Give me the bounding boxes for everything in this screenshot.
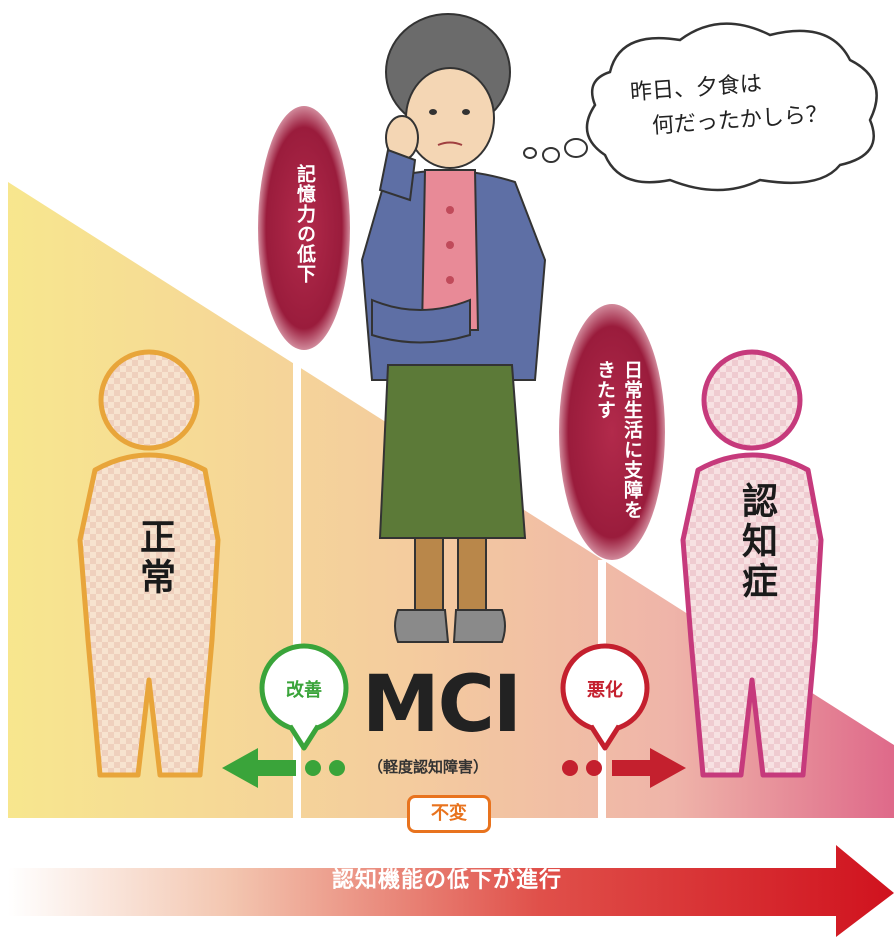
mci-title: MCI bbox=[362, 660, 522, 750]
memory-decline-text: 記憶力の低下 bbox=[294, 164, 316, 284]
mci-subtitle: （軽度認知障害） bbox=[368, 758, 489, 776]
worsen-pin-icon bbox=[560, 643, 650, 751]
daily-life-text: 日常生活に支障をきたす bbox=[592, 360, 646, 520]
improve-arrow-icon bbox=[222, 748, 345, 788]
dementia-person-icon bbox=[680, 349, 824, 778]
unchanged-badge: 不変 bbox=[407, 795, 491, 833]
daily-life-badge bbox=[559, 304, 665, 560]
memory-decline-badge bbox=[258, 106, 350, 350]
thought-bubble bbox=[523, 22, 878, 192]
normal-label: 正常 bbox=[134, 518, 175, 598]
improve-pin-icon bbox=[259, 643, 349, 751]
normal-person-icon bbox=[77, 349, 221, 778]
elderly-woman-illustration bbox=[360, 13, 547, 643]
worsen-arrow-icon bbox=[562, 748, 686, 788]
improve-label: 改善 bbox=[286, 680, 322, 701]
progress-label: 認知機能の低下が進行 bbox=[331, 868, 562, 893]
worsen-label: 悪化 bbox=[587, 680, 623, 701]
daily-life-text-content: 日常生活に支障をきたす bbox=[594, 360, 643, 520]
dementia-label: 認知症 bbox=[736, 482, 777, 602]
